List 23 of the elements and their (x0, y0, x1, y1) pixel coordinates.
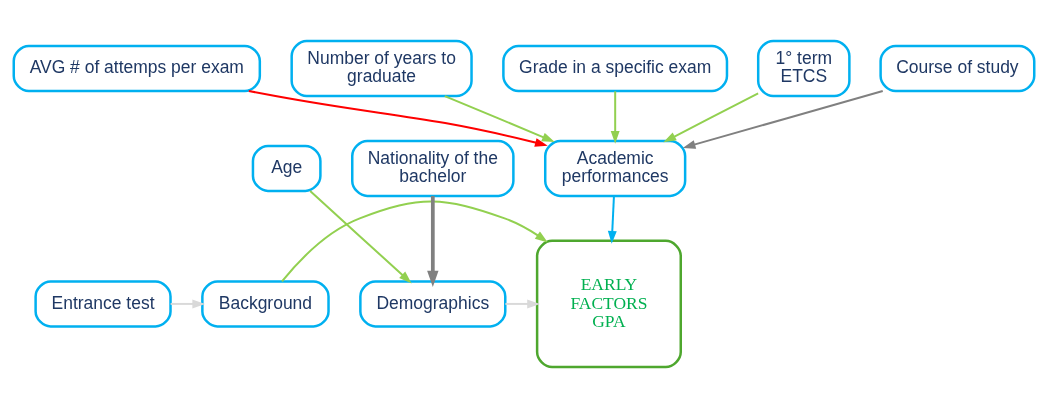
node-box: Entrance test (34, 279, 172, 328)
arrow (504, 298, 540, 308)
node-box: Course of study (879, 44, 1036, 92)
node-box: Nationality of the bachelor (351, 139, 515, 197)
node-box: AVG # of attemps per exam (12, 44, 262, 92)
node-box: EARLY FACTORS GPA (535, 239, 682, 368)
arrow (427, 195, 439, 287)
node-box: Grade in a specific exam (502, 44, 729, 92)
arrow (309, 189, 412, 283)
node-box: Background (201, 279, 330, 328)
node-box: Academic performances (544, 139, 687, 197)
arrow (443, 94, 555, 142)
arrow (607, 194, 617, 244)
node-box: Number of years to graduate (290, 39, 473, 97)
arrow (247, 89, 548, 147)
arrow (281, 200, 548, 282)
arrow (682, 89, 884, 149)
node-box: 1° term ETCS (756, 39, 851, 97)
node-box: Demographics (359, 279, 507, 328)
arrow (663, 91, 760, 142)
arrow (169, 298, 206, 308)
arrow (610, 89, 620, 144)
node-box: Age (251, 144, 322, 192)
